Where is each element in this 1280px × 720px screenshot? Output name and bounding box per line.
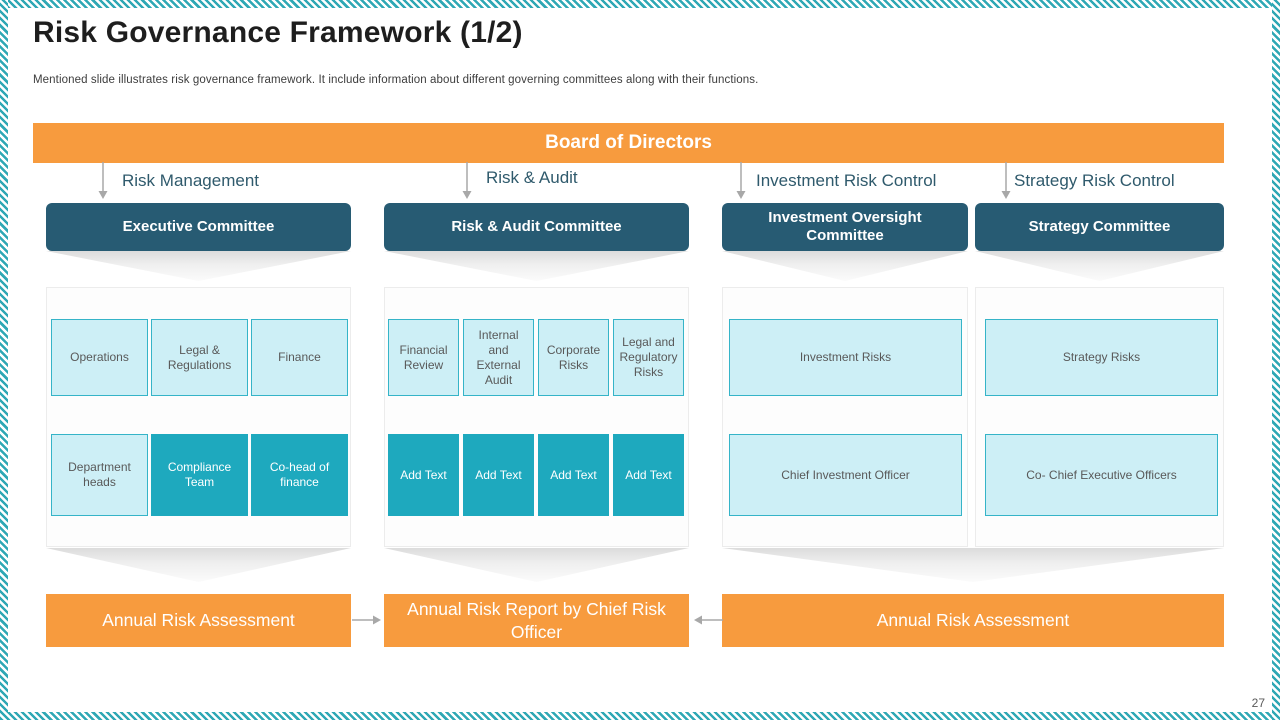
- right-arrow-icon: [352, 615, 381, 625]
- branch-label-investment-risk-control: Investment Risk Control: [756, 171, 937, 190]
- down-arrow-icon: [98, 162, 108, 199]
- committee-box-strategy: Strategy Committee: [975, 203, 1224, 251]
- branch-label-strategy-risk-control: Strategy Risk Control: [1014, 171, 1175, 190]
- committee-box-executive: Executive Committee: [46, 203, 351, 251]
- function-box: Internal and External Audit: [463, 319, 534, 396]
- footer-banner-annual-risk-assessment-right: Annual Risk Assessment: [722, 594, 1224, 647]
- slide-border-left: [0, 0, 8, 720]
- page-title: Risk Governance Framework (1/2): [33, 16, 523, 49]
- chevron-down-icon: [46, 251, 351, 281]
- owner-box: Chief Investment Officer: [729, 434, 962, 516]
- chevron-down-icon: [722, 548, 1224, 582]
- chevron-down-icon: [46, 548, 351, 582]
- function-box: Financial Review: [388, 319, 459, 396]
- function-box: Corporate Risks: [538, 319, 609, 396]
- down-arrow-icon: [736, 162, 746, 199]
- function-box: Legal & Regulations: [151, 319, 248, 396]
- slide-border-top: [0, 0, 1280, 8]
- function-box: Legal and Regulatory Risks: [613, 319, 684, 396]
- panel-executive-committee: Operations Legal & Regulations Finance D…: [46, 287, 351, 547]
- page-subtitle: Mentioned slide illustrates risk governa…: [33, 74, 759, 86]
- slide-border-bottom: [0, 712, 1280, 720]
- chevron-down-icon: [384, 548, 689, 582]
- committee-box-risk-audit: Risk & Audit Committee: [384, 203, 689, 251]
- chevron-down-icon: [722, 251, 968, 281]
- panel-risk-audit-committee: Financial Review Internal and External A…: [384, 287, 689, 547]
- function-box: Finance: [251, 319, 348, 396]
- left-arrow-icon: [694, 615, 723, 625]
- branch-label-risk-management: Risk Management: [122, 171, 260, 190]
- function-box: Operations: [51, 319, 148, 396]
- owner-box: Co- Chief Executive Officers: [985, 434, 1218, 516]
- owner-box: Add Text: [388, 434, 459, 516]
- panel-investment-oversight-committee: Investment Risks Chief Investment Office…: [722, 287, 968, 547]
- slide-border-right: [1272, 0, 1280, 720]
- owner-box: Add Text: [613, 434, 684, 516]
- branch-label-risk-audit: Risk & Audit: [486, 168, 578, 187]
- committee-box-investment-oversight: Investment Oversight Committee: [722, 203, 968, 251]
- owner-box: Add Text: [463, 434, 534, 516]
- chevron-down-icon: [384, 251, 689, 281]
- owner-box: Compliance Team: [151, 434, 248, 516]
- down-arrow-icon: [1001, 162, 1011, 199]
- board-of-directors-banner: Board of Directors: [33, 123, 1224, 163]
- footer-banner-annual-risk-assessment-left: Annual Risk Assessment: [46, 594, 351, 647]
- function-box: Strategy Risks: [985, 319, 1218, 396]
- owner-box: Co-head of finance: [251, 434, 348, 516]
- down-arrow-icon: [462, 162, 472, 199]
- footer-banner-annual-risk-report: Annual Risk Report by Chief Risk Officer: [384, 594, 689, 647]
- panel-strategy-committee: Strategy Risks Co- Chief Executive Offic…: [975, 287, 1224, 547]
- chevron-down-icon: [975, 251, 1224, 281]
- page-number: 27: [1251, 696, 1265, 710]
- owner-box: Department heads: [51, 434, 148, 516]
- owner-box: Add Text: [538, 434, 609, 516]
- function-box: Investment Risks: [729, 319, 962, 396]
